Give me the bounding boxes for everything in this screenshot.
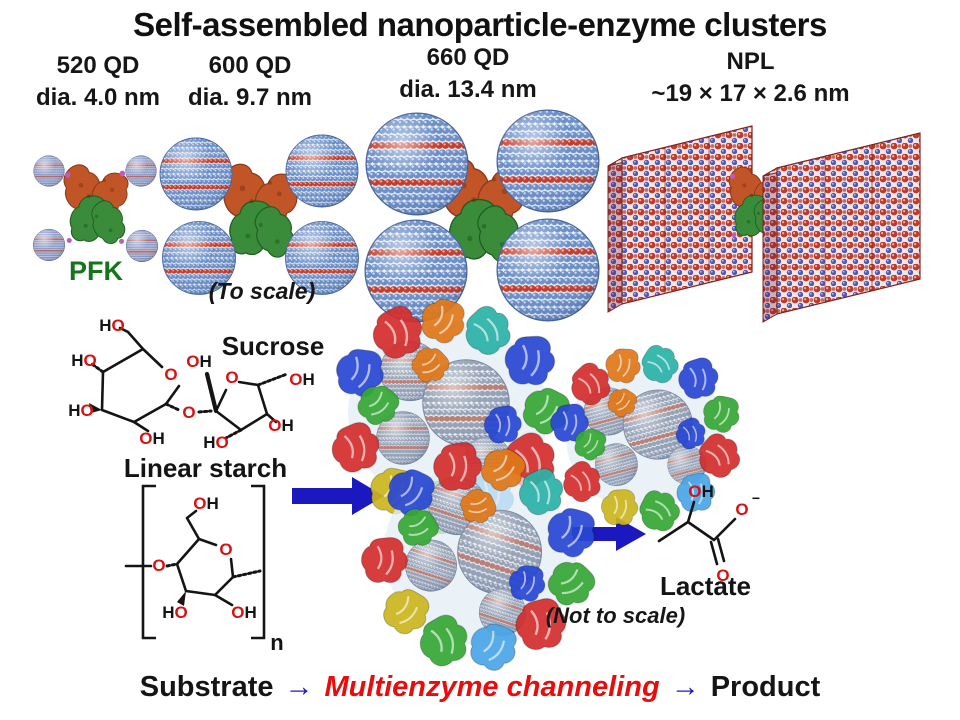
atom-label: OH (231, 603, 257, 622)
atom-label: HO (71, 351, 97, 370)
product-text: Product (710, 671, 821, 703)
summary-line: Substrate → Multienzyme channeling → Pro… (0, 671, 960, 704)
particle-name: 600 QD (208, 52, 292, 79)
atom-label: HO (203, 433, 229, 452)
qd-sphere-icon (285, 134, 359, 208)
right-arrow-icon: → (670, 671, 700, 703)
npl-slab-icon (762, 132, 921, 323)
label-npl: NPL ~19 × 17 × 2.6 nm (608, 46, 893, 109)
bracket-right (251, 484, 266, 640)
atom-label: O (164, 365, 177, 384)
reaction-arrow-1 (292, 477, 384, 515)
atom-label: OH (268, 416, 294, 435)
atom-label: OH (139, 429, 165, 448)
atom-label: HO (162, 603, 188, 622)
particle-name: 520 QD (56, 52, 140, 79)
not-to-scale-note: (Not to scale) (545, 603, 686, 628)
atom-label: O (225, 368, 238, 387)
npl-assembly (607, 125, 921, 323)
atom-label: OH (193, 494, 219, 513)
particle-dims: dia. 13.4 nm (399, 75, 537, 103)
right-arrow-icon: → (284, 671, 314, 703)
particle-dims: ~19 × 17 × 2.6 nm (651, 79, 850, 107)
sucrose-label: Sucrose (221, 331, 325, 361)
substrate-text: Substrate (139, 671, 274, 703)
pfk-label: PFK (69, 256, 123, 286)
bracket-left (141, 484, 156, 640)
atom-label: OH (186, 352, 212, 371)
atom-label: n (270, 630, 283, 655)
qd-sphere-icon (496, 218, 600, 322)
channeling-text: Multienzyme channeling (324, 671, 660, 703)
atom-label: HO (99, 316, 125, 335)
qd-sphere-icon (33, 155, 65, 187)
qd600-cluster (159, 134, 359, 295)
atom-label: O (735, 500, 748, 519)
atom-label: OH (289, 370, 315, 389)
particle-name: 660 QD (426, 44, 510, 71)
atom-label: O (716, 566, 729, 585)
lactate-label: Lactate (659, 571, 752, 601)
atom-label: − (752, 490, 760, 506)
particle-dims: dia. 4.0 nm (35, 83, 161, 111)
particle-name: NPL (726, 48, 775, 75)
lactate-structure: OHO−O (657, 482, 760, 585)
to-scale-note: (To scale) (208, 278, 316, 304)
qd660-cluster (364, 109, 600, 323)
label-660qd: 660 QD dia. 13.4 nm (378, 42, 558, 105)
atom-label: O (219, 540, 232, 559)
pfk-enzyme-icon (55, 159, 135, 248)
qd-sphere-icon (159, 137, 233, 211)
atom-label: O (182, 403, 195, 422)
particle-dims: dia. 9.7 nm (187, 83, 313, 111)
reaction-arrow-2 (572, 517, 646, 551)
figure-title: Self-assembled nanoparticle-enzyme clust… (133, 6, 827, 43)
atom-label: OH (688, 482, 714, 501)
atom-label: O (152, 556, 165, 575)
linear-starch-label: Linear starch (123, 453, 288, 483)
npl-slab-icon (607, 125, 753, 313)
label-520qd: 520 QD dia. 4.0 nm (8, 50, 188, 113)
qd-sphere-icon (365, 112, 469, 216)
qd520-cluster (32, 155, 159, 263)
label-600qd: 600 QD dia. 9.7 nm (160, 50, 340, 113)
atom-label: HO (68, 401, 94, 420)
qd-sphere-icon (125, 155, 157, 187)
qd-sphere-icon (496, 109, 600, 213)
